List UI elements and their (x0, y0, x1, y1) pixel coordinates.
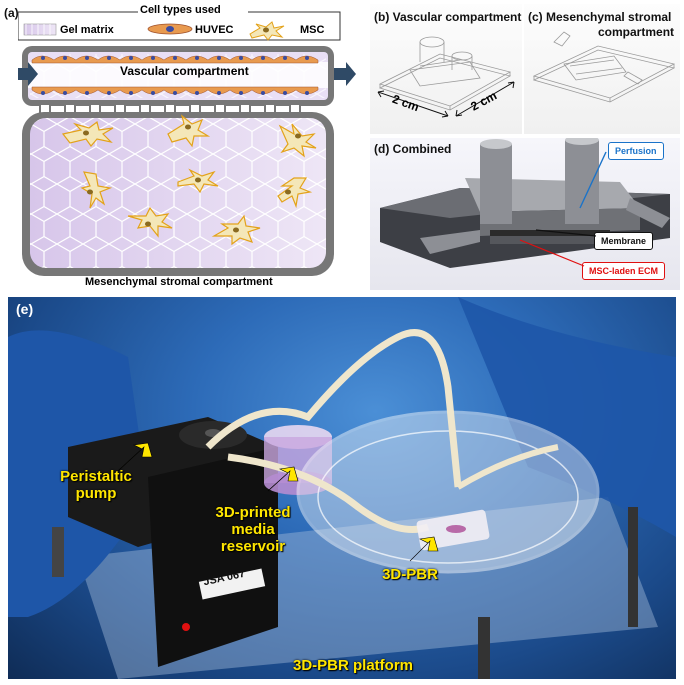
legend-huvec-label: HUVEC (195, 24, 234, 36)
panel-c-label-2: compartment (598, 25, 675, 39)
panel-d-label: (d) Combined (374, 142, 452, 156)
legend-gel-label: Gel matrix (60, 24, 114, 36)
panel-d-leaders (519, 151, 607, 267)
panel-a-diagram (14, 4, 363, 294)
huvec-bottom-row (31, 86, 319, 95)
panel-e-photo (8, 297, 676, 679)
vascular-compartment-label: Vascular compartment (120, 64, 249, 78)
panel-b-label: (b) Vascular compartment (374, 10, 522, 24)
reservoir-label: 3D-printed media reservoir (198, 504, 308, 555)
panel-e-label: (e) (16, 301, 34, 317)
pump-label: Peristaltic pump (46, 468, 146, 502)
stromal-cad-svg (532, 31, 676, 103)
panel-a-label: (a) (4, 6, 19, 20)
reservoir-label-line-2: media (231, 521, 275, 538)
combined-cad-svg (380, 135, 670, 268)
pump-label-line-1: Peristaltic (60, 468, 132, 485)
reservoir-label-line-1: 3D-printed (215, 504, 291, 521)
stromal-compartment-label: Mesenchymal stromal compartment (85, 276, 273, 288)
huvec-top-row (31, 55, 319, 64)
pbr-label: 3D-PBR (382, 566, 438, 583)
photo-illustration (8, 297, 676, 679)
pump-label-line-2: pump (75, 485, 117, 502)
platform-label: 3D-PBR platform (292, 657, 413, 674)
flow-in-arrow (14, 62, 38, 86)
flow-out-arrow (334, 62, 356, 86)
perfusion-callout: Perfusion (608, 142, 664, 160)
legend-title: Cell types used (140, 4, 221, 16)
legend-msc-label: MSC (300, 24, 325, 36)
ecm-callout: MSC-laden ECM (582, 262, 666, 280)
panel-b (370, 4, 522, 134)
panel-a-svg (14, 4, 356, 276)
panel-c-label: (c) Mesenchymal stromal (528, 10, 672, 24)
reservoir-label-line-3: reservoir (220, 538, 286, 555)
membrane-callout: Membrane (594, 232, 654, 250)
panel-c (524, 4, 680, 134)
vascular-cad-svg (377, 36, 515, 118)
yellow-arrows (117, 442, 439, 562)
